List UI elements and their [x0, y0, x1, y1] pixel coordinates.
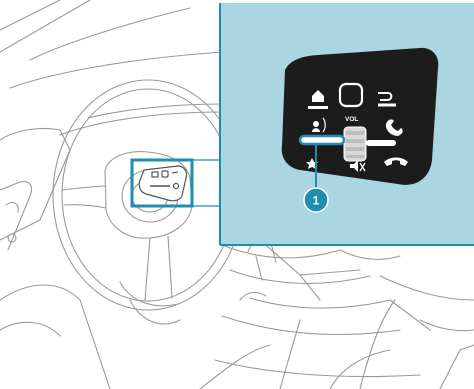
- volume-label: VOL: [345, 116, 358, 123]
- touch-control-bar-right: [366, 140, 396, 146]
- volume-roller: [344, 127, 366, 161]
- control-panel: VOL: [282, 48, 439, 185]
- small-controls-sketch: [139, 166, 186, 201]
- touch-control-bar: [300, 136, 344, 144]
- callout-number: 1: [313, 194, 320, 208]
